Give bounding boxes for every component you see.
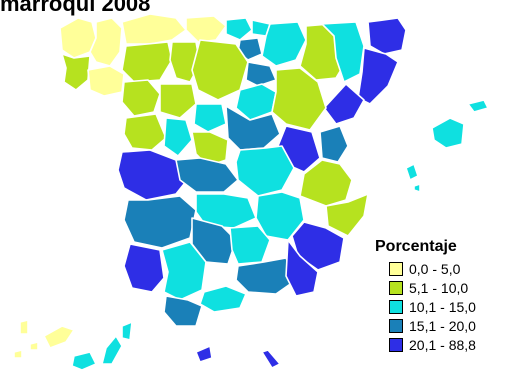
island-el-hierro bbox=[13, 349, 23, 359]
legend-swatch bbox=[389, 280, 403, 295]
province-avila bbox=[163, 117, 193, 157]
province-huelva bbox=[123, 243, 165, 293]
legend-swatch bbox=[389, 318, 403, 333]
province-la-rioja bbox=[245, 61, 277, 87]
island-la-palma bbox=[19, 319, 29, 335]
province-cuenca bbox=[235, 145, 295, 197]
legend-label: 5,1 - 10,0 bbox=[409, 279, 469, 296]
province-barcelona bbox=[357, 47, 399, 105]
province-zaragoza bbox=[271, 67, 327, 131]
island-gran-canaria bbox=[71, 351, 97, 371]
province-murcia bbox=[291, 221, 345, 271]
province-cantabria bbox=[185, 15, 227, 43]
island-menorca bbox=[467, 99, 489, 113]
province-bizkaia bbox=[225, 17, 253, 41]
province-leon bbox=[121, 41, 173, 83]
province-guadalajara bbox=[225, 105, 281, 151]
province-badajoz bbox=[123, 195, 197, 249]
province-pontevedra bbox=[61, 53, 91, 91]
province-valladolid bbox=[159, 83, 197, 119]
legend-item: 5,1 - 10,0 bbox=[389, 278, 507, 297]
island-lanzarote bbox=[121, 321, 133, 341]
province-burgos bbox=[191, 39, 249, 101]
province-tarragona bbox=[323, 83, 365, 125]
province-lugo bbox=[89, 17, 123, 67]
city-ceuta bbox=[195, 345, 213, 363]
province-malaga bbox=[199, 285, 247, 313]
legend-label: 10,1 - 15,0 bbox=[409, 298, 476, 315]
legend-item: 15,1 - 20,0 bbox=[389, 316, 507, 335]
province-toledo bbox=[175, 157, 239, 193]
island-la-gomera bbox=[29, 341, 39, 351]
province-asturias bbox=[121, 13, 187, 45]
legend-swatch bbox=[389, 337, 403, 352]
island-tenerife bbox=[43, 325, 75, 349]
province-cordoba bbox=[191, 217, 237, 265]
island-fuerteventura bbox=[101, 335, 123, 365]
legend: Porcentaje 0,0 - 5,0 5,1 - 10,0 10,1 - 15,… bbox=[373, 238, 507, 354]
province-lleida bbox=[321, 21, 365, 83]
province-salamanca bbox=[123, 113, 167, 151]
island-mallorca bbox=[431, 117, 465, 149]
province-zamora bbox=[121, 79, 161, 117]
province-albacete bbox=[255, 191, 305, 241]
province-girona bbox=[367, 17, 407, 55]
province-ourense bbox=[87, 65, 125, 97]
legend-item: 20,1 - 88,8 bbox=[389, 335, 507, 354]
map-title: marroquí 2008 bbox=[0, 0, 151, 16]
island-ibiza bbox=[405, 163, 419, 181]
province-cadiz bbox=[163, 295, 203, 327]
province-segovia bbox=[193, 103, 227, 133]
province-almeria bbox=[285, 239, 319, 297]
legend-title: Porcentaje bbox=[375, 238, 457, 255]
island-formentera bbox=[413, 183, 421, 193]
legend-label: 20,1 - 88,8 bbox=[409, 336, 476, 353]
legend-item: 10,1 - 15,0 bbox=[389, 297, 507, 316]
province-navarra bbox=[261, 21, 307, 67]
legend-items: 0,0 - 5,0 5,1 - 10,0 10,1 - 15,0 15,1 - 20,… bbox=[373, 259, 507, 354]
city-melilla bbox=[261, 349, 281, 369]
province-caceres bbox=[117, 149, 193, 201]
legend-item: 0,0 - 5,0 bbox=[389, 259, 507, 278]
province-castellon bbox=[319, 125, 349, 163]
legend-label: 15,1 - 20,0 bbox=[409, 317, 476, 334]
legend-swatch bbox=[389, 261, 403, 276]
province-valencia bbox=[299, 159, 353, 207]
province-granada bbox=[235, 257, 297, 295]
province-alicante bbox=[325, 193, 369, 237]
legend-label: 0,0 - 5,0 bbox=[409, 260, 461, 277]
legend-swatch bbox=[389, 299, 403, 314]
province-ciudad-real bbox=[195, 193, 257, 229]
